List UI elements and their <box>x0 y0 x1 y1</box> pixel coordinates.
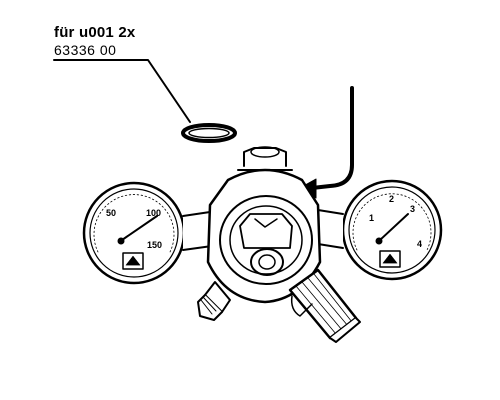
outlet-valve <box>197 281 231 321</box>
right-gauge-tick-2: 2 <box>389 194 394 204</box>
left-gauge-tick-150: 150 <box>147 240 162 250</box>
left-gauge-tick-50: 50 <box>106 208 116 218</box>
top-nut <box>237 146 293 171</box>
left-gauge-tick-100: 100 <box>146 208 161 218</box>
left-gauge <box>82 181 186 285</box>
right-connector <box>317 209 344 249</box>
regulator-body <box>206 168 322 304</box>
part-title: für u001 2x <box>54 24 136 41</box>
right-gauge-tick-1: 1 <box>369 213 374 223</box>
adjustment-knob <box>288 268 361 343</box>
right-gauge-tick-4: 4 <box>417 239 422 249</box>
right-gauge-tick-3: 3 <box>410 204 415 214</box>
o-ring <box>181 123 237 143</box>
leader-line <box>53 59 191 123</box>
part-number: 63336 00 <box>54 42 117 58</box>
pointer-arrow <box>297 86 354 199</box>
